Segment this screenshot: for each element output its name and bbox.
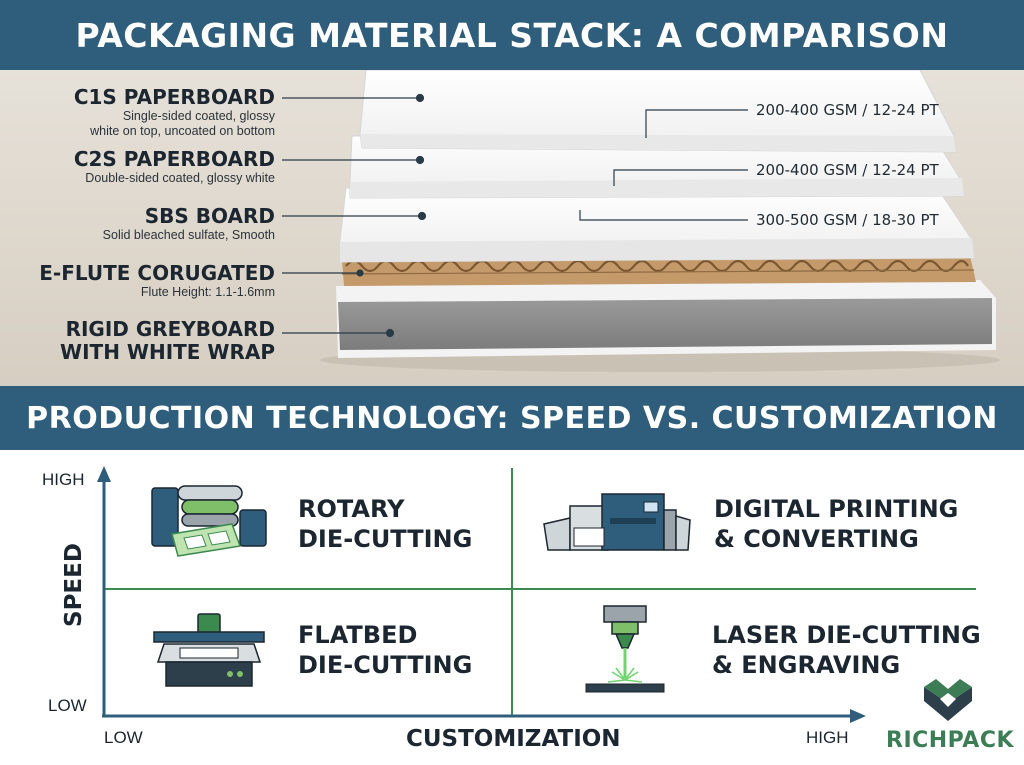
flatbed-cutter-icon: [153, 613, 265, 687]
spec-sbs: 300-500 GSM / 18-30 PT: [756, 211, 939, 229]
spec-c1s: 200-400 GSM / 12-24 PT: [756, 101, 939, 119]
material-c1s-paperboard: C1S PAPERBOARD Single-sided coated, glos…: [74, 86, 275, 139]
quadrant-label-line: FLATBED: [298, 621, 418, 649]
quadrant-label-line: LASER DIE-CUTTING: [712, 621, 981, 649]
material-name: WITH WHITE WRAP: [60, 340, 275, 364]
speed-customization-matrix: HIGH LOW SPEED LOW HIGH CUSTOMIZATION RO…: [0, 450, 1024, 765]
quadrant-label-line: DIE-CUTTING: [298, 651, 473, 679]
quadrant-digital-printing: DIGITAL PRINTING & CONVERTING: [714, 494, 958, 554]
material-stack-illustration: [282, 70, 1000, 372]
material-desc: white on top, uncoated on bottom: [90, 124, 275, 138]
quadrant-label-line: & ENGRAVING: [712, 651, 901, 679]
laser-head-icon: [585, 605, 665, 693]
spec-c2s: 200-400 GSM / 12-24 PT: [756, 161, 939, 179]
material-c2s-paperboard: C2S PAPERBOARD Double-sided coated, glos…: [74, 148, 275, 186]
rotary-press-icon: [151, 485, 267, 557]
y-axis-arrow-icon: [97, 466, 111, 482]
material-desc: Flute Height: 1.1-1.6mm: [140, 285, 275, 299]
quadrant-label-line: DIGITAL PRINTING: [714, 495, 959, 523]
x-axis-arrow-icon: [850, 709, 866, 723]
material-rigid-greyboard: RIGID GREYBOARD WITH WHITE WRAP: [60, 318, 275, 364]
material-name: C1S PAPERBOARD: [73, 85, 275, 109]
material-name: RIGID GREYBOARD: [65, 317, 275, 341]
material-sbs-board: SBS BOARD Solid bleached sulfate, Smooth: [103, 205, 275, 243]
brand-logo: RICHPACK: [886, 675, 1016, 760]
material-name: E-FLUTE CORUGATED: [39, 261, 275, 285]
leader-lines: [282, 93, 748, 338]
material-stack-panel: C1S PAPERBOARD Single-sided coated, glos…: [0, 70, 1024, 386]
matrix-axes: [97, 466, 976, 723]
material-name: SBS BOARD: [144, 204, 275, 228]
quadrant-laser-die-cutting: LASER DIE-CUTTING & ENGRAVING: [712, 620, 981, 680]
y-axis-low-label: LOW: [48, 696, 87, 715]
digital-press-icon: [543, 493, 691, 551]
section-title: PRODUCTION TECHNOLOGY: SPEED VS. CUSTOMI…: [0, 386, 1024, 450]
material-desc: Single-sided coated, glossy: [122, 109, 275, 123]
x-axis-title: CUSTOMIZATION: [406, 726, 621, 752]
y-axis-title: SPEED: [61, 543, 87, 627]
y-axis-high-label: HIGH: [42, 470, 85, 489]
quadrant-rotary-die-cutting: ROTARY DIE-CUTTING: [298, 494, 472, 554]
material-name: C2S PAPERBOARD: [73, 147, 275, 171]
quadrant-flatbed-die-cutting: FLATBED DIE-CUTTING: [298, 620, 472, 680]
richpack-logo-icon: [924, 679, 972, 721]
quadrant-label-line: ROTARY: [298, 495, 405, 523]
brand-name: RICHPACK: [886, 728, 1015, 753]
x-axis-low-label: LOW: [104, 728, 143, 747]
x-axis-high-label: HIGH: [806, 728, 849, 747]
greyboard-core: [338, 298, 992, 350]
material-e-flute-corrugated: E-FLUTE CORUGATED Flute Height: 1.1-1.6m…: [39, 262, 275, 300]
quadrant-label-line: DIE-CUTTING: [298, 525, 473, 553]
material-desc: Solid bleached sulfate, Smooth: [102, 228, 275, 242]
quadrant-label-line: & CONVERTING: [714, 525, 919, 553]
page-title: PACKAGING MATERIAL STACK: A COMPARISON: [0, 0, 1024, 70]
material-desc: Double-sided coated, glossy white: [85, 171, 275, 185]
